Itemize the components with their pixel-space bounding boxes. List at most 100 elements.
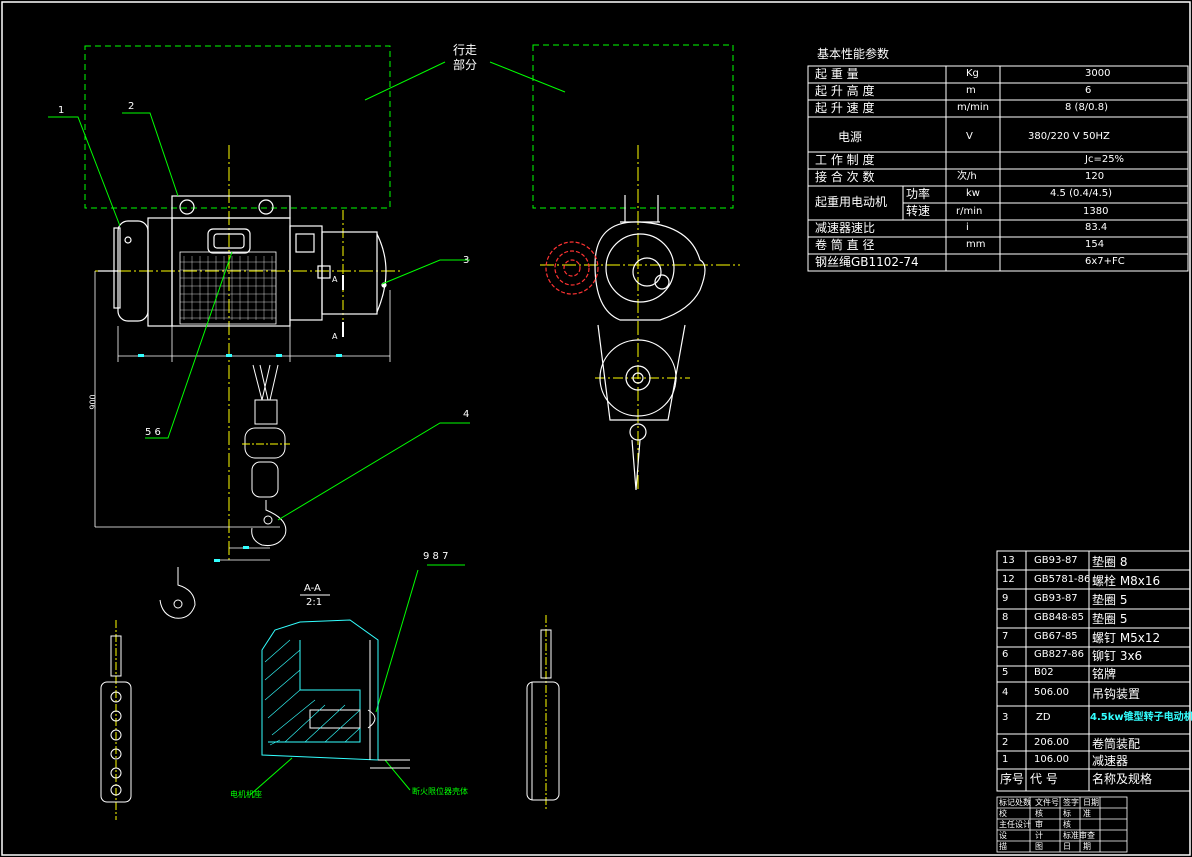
param-unit: mm [966, 239, 986, 250]
title-block-cell: 审 [1035, 820, 1043, 829]
bom-name: 4.5kw锥型转子电动机 [1090, 712, 1192, 723]
param-value: 154 [1085, 239, 1105, 250]
section-title: A-A [304, 583, 321, 594]
callout-9-8-7: 9 8 7 [423, 551, 449, 562]
title-block-cell: 计 [1035, 831, 1043, 840]
bom-name: 螺钉 M5x12 [1092, 631, 1161, 645]
bom-name: 吊钩装置 [1092, 687, 1141, 701]
param-value: 8 (8/0.8) [1065, 102, 1108, 113]
param-unit: 次/h [957, 171, 977, 182]
param-unit: kw [966, 188, 980, 199]
bom-no: 8 [1002, 612, 1009, 623]
bom-code: 106.00 [1034, 754, 1069, 765]
title-block-cell: 核 [1063, 820, 1071, 829]
vertical-dimension: 900 [88, 394, 98, 410]
pendant-side [526, 615, 560, 810]
label-limit-switch: 断火限位器壳体 [412, 787, 468, 796]
bom-code: GB848-85 [1034, 612, 1085, 623]
bom-table-lines [996, 550, 1191, 792]
travel-label-line2: 部分 [453, 58, 478, 72]
param-name: 起 升 速 度 [815, 101, 875, 115]
param-name: 接 合 次 数 [815, 170, 875, 184]
title-block-cell: 图 [1035, 842, 1043, 851]
label-motor-seat: 电机机座 [230, 790, 262, 799]
title-block-cell: 日期 [1083, 798, 1099, 807]
bom-no: 4 [1002, 687, 1009, 698]
bom-name: 垫圈 8 [1092, 555, 1128, 569]
bom-name: 卷筒装配 [1092, 737, 1141, 751]
param-name: 电源 [838, 130, 863, 144]
travel-part-box-right [532, 44, 734, 209]
callout-3: 3 [463, 255, 470, 266]
title-block-cell: 主任设计 [999, 820, 1031, 829]
param-name: 减速器速比 [815, 221, 876, 235]
param-unit: m/min [957, 102, 989, 113]
title-block-cell: 校 [999, 809, 1007, 818]
bom-code: 206.00 [1034, 737, 1069, 748]
param-name: 工 作 制 度 [815, 153, 875, 167]
bom-header-name: 名称及规格 [1092, 772, 1153, 786]
bom-code: GB93-87 [1034, 593, 1078, 604]
pendant-front [100, 620, 132, 820]
param-sub: 功率 [906, 187, 931, 201]
param-unit: r/min [956, 206, 983, 217]
param-value: 3000 [1085, 68, 1111, 79]
section-mark-a-bottom: A [332, 332, 338, 341]
param-value: 83.4 [1085, 222, 1108, 233]
bom-no: 2 [1002, 737, 1009, 748]
param-name: 钢丝绳GB1102-74 [815, 255, 919, 269]
callout-5-6: 5 6 [145, 427, 161, 438]
callout-1: 1 [58, 105, 65, 116]
bom-no: 5 [1002, 667, 1009, 678]
param-value: 120 [1085, 171, 1105, 182]
param-name: 起重用电动机 [815, 195, 888, 209]
param-name: 起 重 量 [815, 67, 859, 81]
param-value: 6 [1085, 85, 1092, 96]
title-block-cell: 描 [999, 842, 1007, 851]
param-sub: 转速 [906, 204, 931, 218]
section-mark-a-top: A [332, 275, 338, 284]
param-name: 起 升 高 度 [815, 84, 875, 98]
param-value: 4.5 (0.4/4.5) [1050, 188, 1113, 199]
bom-header-no: 序号 [1000, 772, 1025, 786]
title-block-cell: 文件号 [1035, 798, 1059, 807]
param-table-lines [807, 65, 1189, 272]
bom-name: 铆钉 3x6 [1092, 649, 1143, 663]
bom-name: 螺栓 M8x16 [1092, 574, 1161, 588]
travel-label-line1: 行走 [453, 43, 478, 57]
param-value: Jc=25% [1085, 154, 1125, 165]
bom-code: GB67-85 [1034, 631, 1078, 642]
bom-no: 1 [1002, 754, 1009, 765]
hoist-side-view [540, 145, 740, 491]
bom-no: 7 [1002, 631, 1009, 642]
bom-no: 3 [1002, 712, 1009, 723]
title-block-cell: 核 [1035, 809, 1043, 818]
bom-name: 铭牌 [1092, 667, 1117, 681]
title-block-cell: 日 [1063, 842, 1071, 851]
section-a-a [261, 594, 410, 769]
callout-2: 2 [128, 101, 135, 112]
param-value: 1380 [1083, 206, 1109, 217]
travel-part-box-left [84, 45, 391, 209]
bom-no: 9 [1002, 593, 1009, 604]
param-name: 卷 筒 直 径 [815, 238, 875, 252]
bom-code: ZD [1036, 712, 1051, 723]
bom-no: 6 [1002, 649, 1009, 660]
title-block-cell: 标准审查 [1063, 831, 1095, 840]
bom-code: GB5781-86 [1034, 574, 1091, 585]
title-block-cell: 期 [1083, 842, 1091, 851]
bom-code: B02 [1034, 667, 1054, 678]
bom-no: 13 [1002, 555, 1015, 566]
bom-code: 506.00 [1034, 687, 1069, 698]
param-unit: V [966, 131, 973, 142]
bom-name: 垫圈 5 [1092, 612, 1128, 626]
bom-name: 垫圈 5 [1092, 593, 1128, 607]
bom-name: 减速器 [1092, 754, 1129, 768]
title-block-cell: 标记处数 [999, 798, 1031, 807]
callout-4: 4 [463, 409, 470, 420]
param-unit: Kg [966, 68, 979, 79]
title-block-cell: 设 [999, 831, 1007, 840]
param-value: 380/220 V 50HZ [1028, 131, 1110, 142]
bom-code: GB93-87 [1034, 555, 1078, 566]
